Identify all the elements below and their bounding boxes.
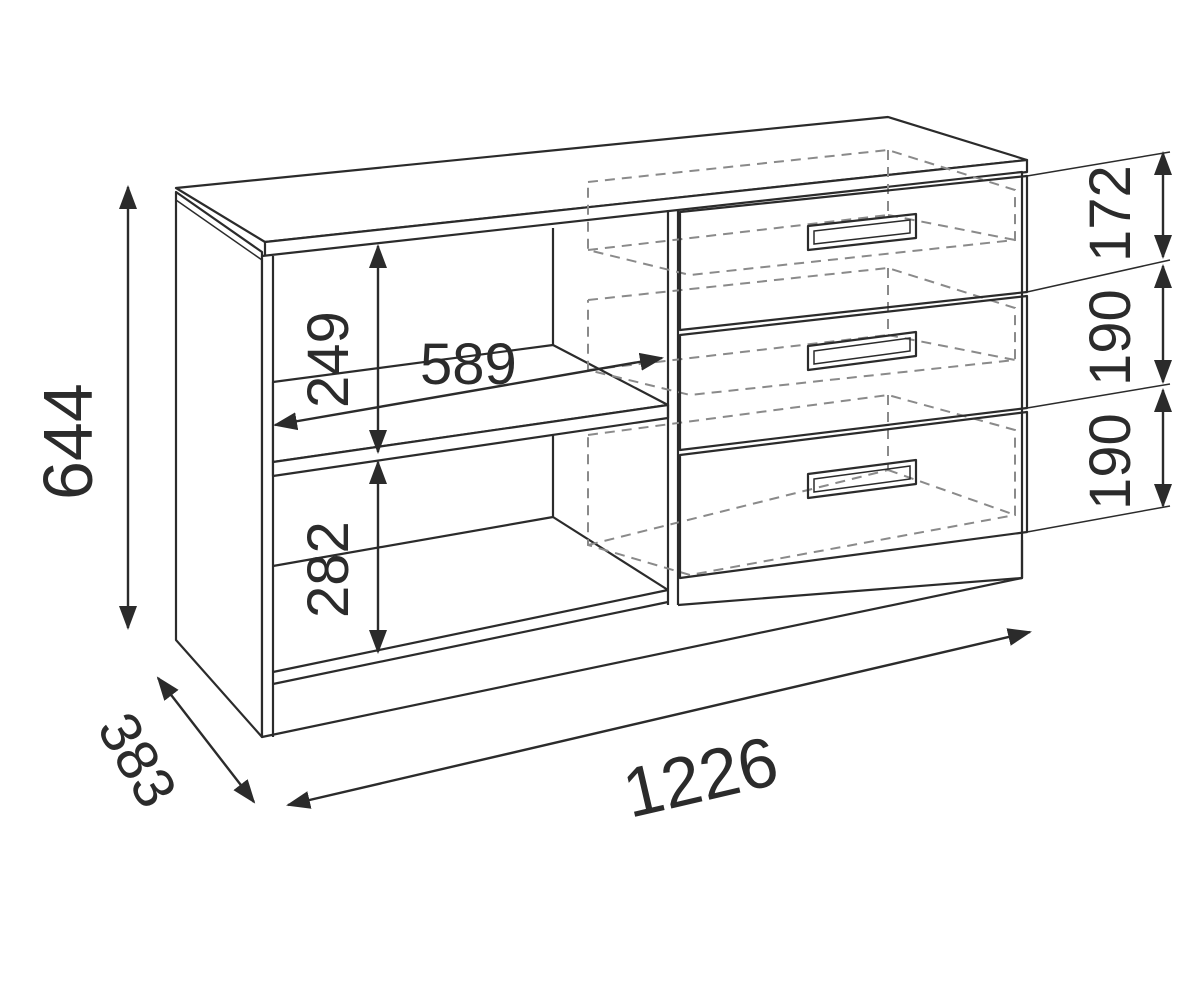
drawer-handles (806, 212, 918, 500)
height-label: 644 (29, 383, 107, 500)
drawer-2-height-label: 190 (1078, 289, 1143, 386)
drawer-1-height-label: 172 (1078, 165, 1143, 262)
dresser-body (174, 115, 1029, 739)
width-label: 1226 (616, 722, 785, 833)
upper-shelf-height-label: 249 (296, 311, 361, 408)
open-section-width-label: 589 (420, 332, 517, 397)
drawer-3-height-label: 190 (1078, 413, 1143, 510)
depth-label: 383 (85, 702, 190, 818)
lower-shelf-height-label: 282 (296, 521, 361, 618)
dimension-lines (119, 151, 1172, 809)
